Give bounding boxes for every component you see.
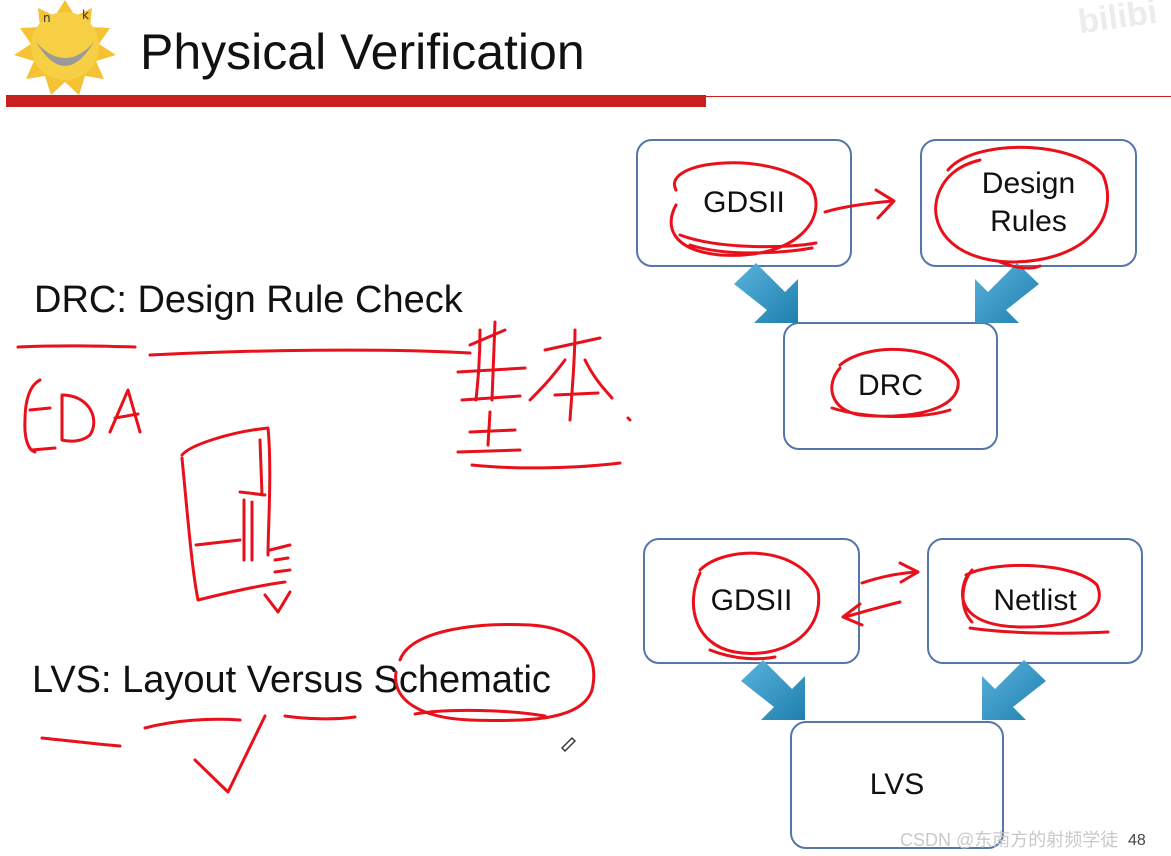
lvs-netlist-label: Netlist bbox=[993, 584, 1077, 617]
watermark-text: CSDN @东南方的射频学徒 bbox=[900, 830, 1119, 850]
corner-watermark: bilibi bbox=[1075, 0, 1160, 42]
logo: n k bbox=[0, 0, 130, 100]
title-accent-bar bbox=[6, 95, 706, 107]
drc-gdsii-label: GDSII bbox=[703, 186, 785, 219]
arrow-down-left-icon bbox=[975, 263, 1039, 323]
arrow-down-left-icon bbox=[982, 660, 1046, 720]
drc-design-rules-line2: Rules bbox=[990, 205, 1067, 238]
lvs-label-prefix: LVS: Layout Versus bbox=[32, 659, 374, 701]
arrow-down-right-icon bbox=[741, 660, 805, 720]
lvs-gdsii-label: GDSII bbox=[710, 584, 793, 617]
lvs-netlist-box: Netlist bbox=[927, 538, 1143, 664]
page-number: 48 bbox=[1128, 832, 1146, 849]
arrow-down-right-icon bbox=[734, 263, 798, 323]
lvs-gdsii-box: GDSII bbox=[643, 538, 860, 664]
slide-title: Physical Verification bbox=[140, 24, 585, 80]
pencil-cursor-icon bbox=[561, 737, 576, 752]
sun-logo-icon: n k bbox=[14, 0, 116, 95]
lvs-label-highlight: Schematic bbox=[373, 659, 551, 701]
logo-letter: n bbox=[43, 11, 51, 25]
lvs-label: LVS: Layout Versus Schematic bbox=[32, 658, 551, 702]
title-accent-line bbox=[706, 96, 1171, 97]
drc-output-box: DRC bbox=[783, 322, 998, 450]
logo-letter: k bbox=[82, 8, 89, 22]
drc-gdsii-box: GDSII bbox=[636, 139, 852, 267]
drc-output-label: DRC bbox=[858, 369, 923, 402]
lvs-output-box: LVS bbox=[790, 721, 1004, 849]
lvs-output-label: LVS bbox=[869, 768, 925, 801]
drc-design-rules-line1: Design bbox=[981, 167, 1076, 200]
drc-label: DRC: Design Rule Check bbox=[34, 279, 463, 321]
